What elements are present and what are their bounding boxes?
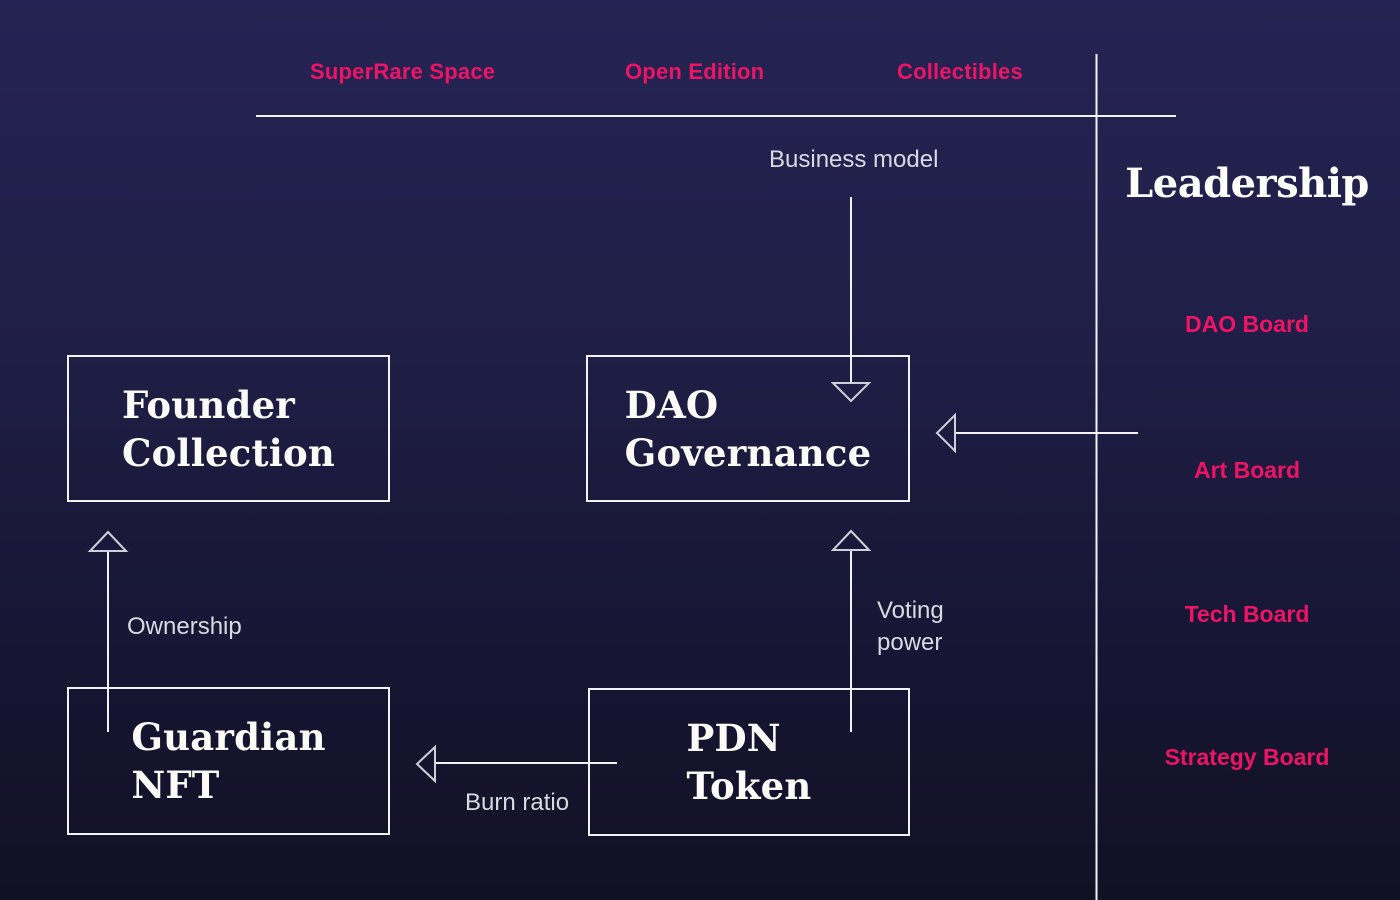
node-dao-governance: DAO Governance <box>586 355 910 502</box>
board-label-art: Art Board <box>1193 457 1301 483</box>
ownership-arrowhead-up-icon <box>90 532 126 551</box>
node-guardian-nft-line2: NFT <box>131 763 220 807</box>
menu-item-collectibles[interactable]: Collectibles <box>897 59 1023 84</box>
node-dao-governance-line1: DAO <box>624 382 719 427</box>
node-founder-collection-line1: Founder <box>121 382 295 427</box>
edge-label-business-model: Business model <box>769 146 939 173</box>
node-founder-collection: Founder Collection <box>67 355 390 502</box>
board-label-tech: Tech Board <box>1184 601 1310 627</box>
menu-item-open-edition[interactable]: Open Edition <box>625 59 765 84</box>
board-label-strategy: Strategy Board <box>1164 744 1330 770</box>
leadership-arrowhead-left-icon <box>937 415 955 451</box>
node-guardian-nft: Guardian NFT <box>67 687 390 835</box>
edge-label-burn-ratio: Burn ratio <box>465 789 570 816</box>
menu-item-superrare-space[interactable]: SuperRare Space <box>310 59 496 84</box>
edge-label-ownership: Ownership <box>127 613 242 640</box>
edge-label-voting-power: Voting power <box>877 597 944 656</box>
node-guardian-nft-line1: Guardian <box>131 715 326 759</box>
node-pdn-token: PDN Token <box>588 688 910 836</box>
burn-ratio-arrowhead-left-icon <box>417 747 435 781</box>
node-pdn-token-line2: Token <box>686 764 812 808</box>
node-founder-collection-line2: Collection <box>121 430 336 475</box>
voting-power-arrowhead-up-icon <box>833 531 869 550</box>
node-dao-governance-line2: Governance <box>624 430 872 475</box>
node-pdn-token-line1: PDN <box>686 716 781 760</box>
leadership-title: Leadership <box>1125 160 1369 207</box>
board-label-dao: DAO Board <box>1185 311 1309 337</box>
